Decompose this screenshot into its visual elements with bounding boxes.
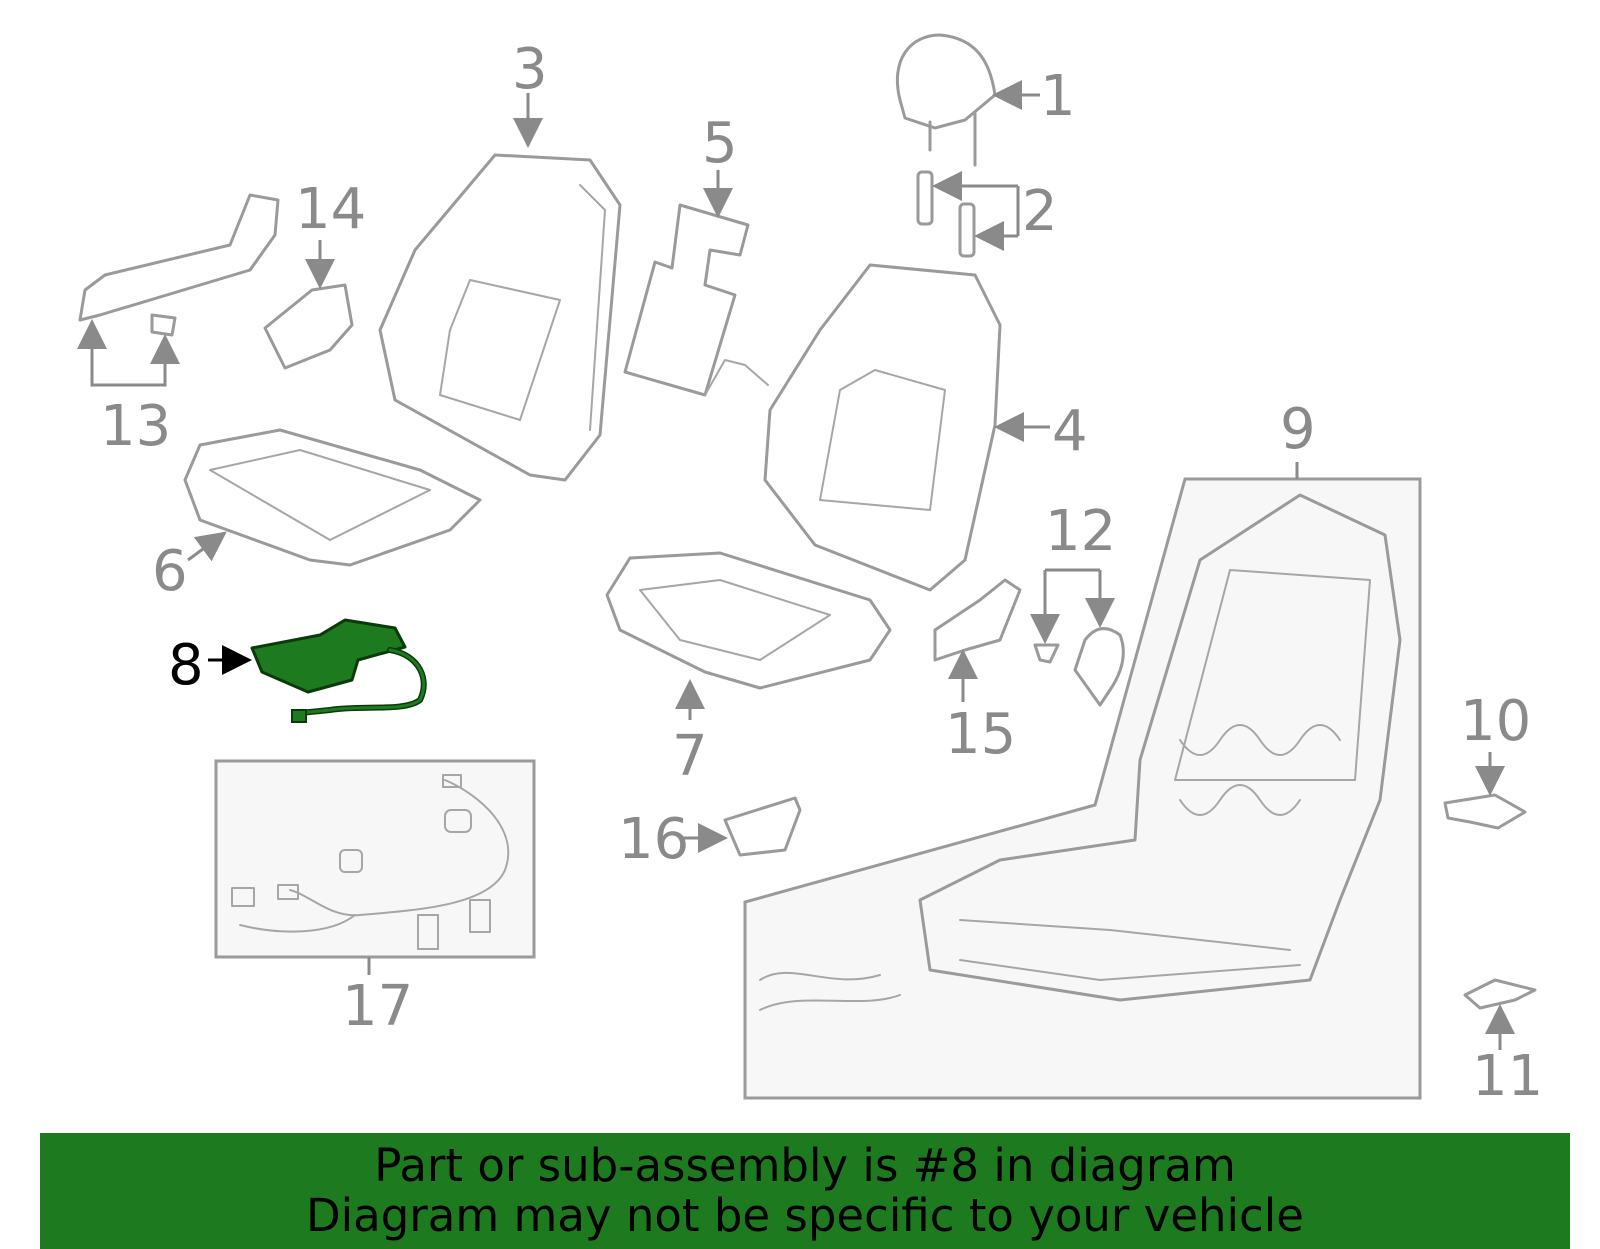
callout-15: 15 [945,702,1016,767]
part-13-side-covers [77,193,280,387]
callout-14: 14 [295,177,366,242]
callout-5: 5 [702,111,738,176]
callout-10: 10 [1460,689,1531,754]
part-6-cushion-cover [183,428,482,567]
part-9-frame-assembly [743,462,1422,1100]
part-2-guides [916,170,1020,258]
callout-12: 12 [1045,499,1116,564]
callout-8: 8 [168,633,204,698]
part-12-covers [1030,568,1125,707]
part-1-headrest [895,33,1040,167]
callout-9: 9 [1280,397,1316,462]
callout-13: 13 [100,394,171,459]
part-7-cushion-pad [605,551,892,720]
banner-line-2: Diagram may not be specific to your vehi… [306,1189,1304,1242]
callout-6: 6 [152,539,188,604]
banner-line-1: Part or sub-assembly is #8 in diagram [374,1139,1236,1192]
callout-17: 17 [342,974,413,1039]
part-16-cover [680,796,802,857]
callout-1: 1 [1040,64,1076,129]
callout-16: 16 [618,807,689,872]
callout-4: 4 [1052,399,1088,464]
info-banner: Part or sub-assembly is #8 in diagram Di… [40,1133,1570,1249]
callout-3: 3 [512,37,548,102]
callout-11: 11 [1472,1044,1543,1109]
part-8-seat-heater [208,618,427,723]
part-3-back-cover [378,93,622,482]
callout-2: 2 [1022,179,1058,244]
part-11-clip [1463,978,1537,1050]
part-4-back-pad [763,263,1050,592]
callout-7: 7 [672,724,708,789]
part-5-back-heater [623,170,769,397]
part-14-bracket [263,240,354,370]
part-10-clip [1443,752,1527,830]
part-17-harness-kit [214,759,536,975]
part-15-bracket [933,578,1022,702]
